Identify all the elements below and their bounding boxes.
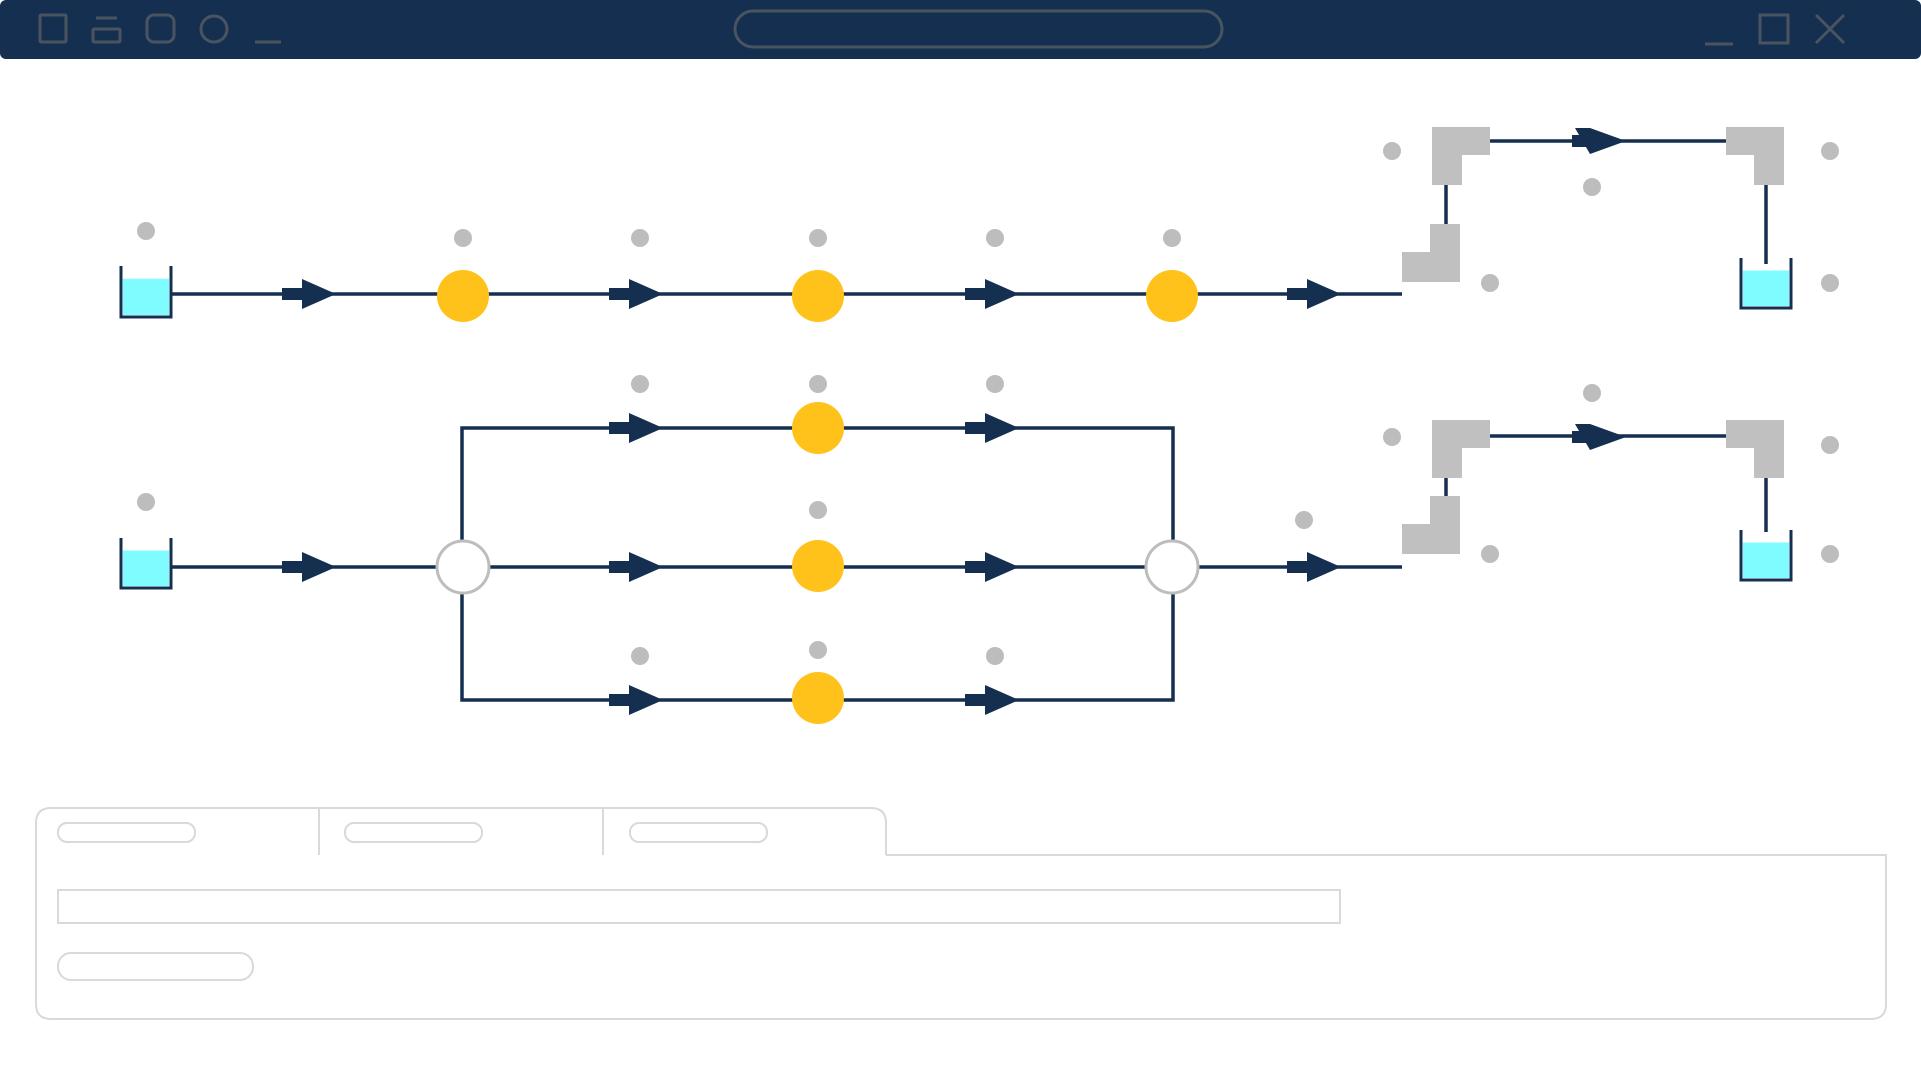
marker-dot [809,641,827,659]
pump-icon[interactable] [792,540,844,592]
marker-dot [809,501,827,519]
action-button[interactable] [57,952,254,981]
junction-node[interactable] [435,539,491,595]
tab-2[interactable] [344,822,483,843]
elbow-fitting-icon[interactable] [1432,420,1490,478]
elbow-fitting-icon[interactable] [1726,127,1784,185]
marker-dot [1163,229,1181,247]
elbow-fitting-icon[interactable] [1402,224,1460,282]
flow-arrow-icon [965,552,1019,582]
marker-dot [1821,545,1839,563]
diagram-canvas [119,127,1839,724]
tank-icon[interactable] [119,266,173,319]
tank-water [1743,270,1789,306]
elbow-fitting-icon[interactable] [1402,496,1460,554]
marker-dot [1481,274,1499,292]
flow-arrow-icon [965,413,1019,443]
marker-dot [1821,142,1839,160]
flow-arrow-icon [282,552,336,582]
marker-dot [986,375,1004,393]
marker-dot [631,229,649,247]
flow-arrow-icon [609,413,663,443]
tank-outline [1739,258,1793,310]
tank-icon[interactable] [1739,530,1793,582]
tank-water [123,550,169,586]
flow-arrow-icon [965,685,1019,715]
flow-arrow-icon [609,685,663,715]
marker-dot [1383,428,1401,446]
marker-dot [986,229,1004,247]
marker-dot [809,229,827,247]
marker-dot [986,647,1004,665]
tab-strip [35,807,887,855]
circle-icon[interactable] [199,14,229,44]
marker-dot [631,647,649,665]
flow-arrow-icon [1575,128,1626,154]
flow-arrow-icon [1287,552,1341,582]
marker-dot [1583,384,1601,402]
title-bar-background [0,0,1921,59]
marker-dot [1821,274,1839,292]
tank-water [123,278,169,315]
marker-dot [137,493,155,511]
tank-icon[interactable] [1739,258,1793,310]
square-icon[interactable] [38,13,68,44]
flow-arrow-icon [1575,424,1626,450]
elbow-fitting-icon[interactable] [1726,420,1784,478]
pump-icon[interactable] [1146,270,1198,322]
marker-dot [137,222,155,240]
marker-dot [1821,436,1839,454]
components [119,127,1793,724]
tank-outline [119,538,173,590]
flow-arrow-icon [965,279,1019,309]
flow-arrow-icon [282,279,336,309]
marker-dot [1583,178,1601,196]
marker-dot [809,375,827,393]
rounded-square-icon[interactable] [145,13,176,44]
close-icon[interactable] [1814,13,1846,45]
pump-icon[interactable] [792,402,844,454]
tank-outline [1739,530,1793,582]
flow-arrow-icon [1572,135,1592,147]
marker-dot [1295,511,1313,529]
marker-dot [1481,545,1499,563]
tab-3[interactable] [629,822,768,843]
flow-arrow-icon [609,552,663,582]
marker-dot [454,229,472,247]
text-field[interactable] [57,889,1341,924]
pipe-network [172,139,1768,702]
title-bar [0,0,1921,59]
flow-arrow-icon [1572,431,1592,443]
elbow-fitting-icon[interactable] [1432,127,1490,185]
marker-dot [1383,142,1401,160]
panel-frame [35,854,1887,1020]
tank-icon[interactable] [119,538,173,590]
marker-dot [631,375,649,393]
markers [137,142,1839,665]
tab-1[interactable] [57,822,196,843]
junction-node[interactable] [1144,539,1200,595]
tank-outline [119,266,173,319]
pump-icon[interactable] [792,270,844,322]
flow-arrow-icon [609,279,663,309]
stacked-window-icon[interactable] [91,16,122,44]
tank-water [1743,542,1789,578]
address-bar[interactable] [733,9,1224,49]
flow-arrow-icon [1287,279,1341,309]
pump-icon[interactable] [437,270,489,322]
maximize-icon[interactable] [1758,13,1790,45]
pump-icon[interactable] [792,672,844,724]
